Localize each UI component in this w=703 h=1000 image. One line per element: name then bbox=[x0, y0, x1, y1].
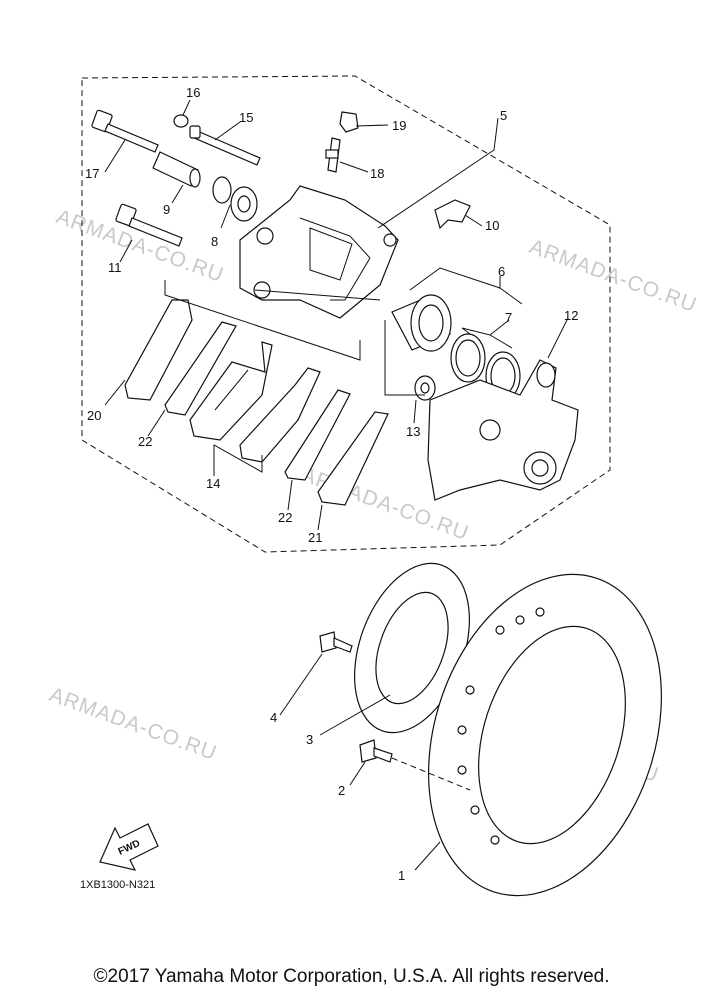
bolt-11 bbox=[115, 203, 183, 247]
callout-13: 13 bbox=[406, 424, 420, 439]
fwd-arrow-icon: FWD bbox=[99, 823, 159, 871]
diagram-code: 1XB1300-N321 bbox=[80, 879, 155, 891]
pad-spring-10 bbox=[434, 199, 471, 230]
bolt-2 bbox=[359, 739, 471, 791]
caliper-body bbox=[239, 185, 399, 319]
leader-lines bbox=[104, 99, 569, 871]
cap-19 bbox=[339, 111, 359, 133]
callout-6: 6 bbox=[498, 264, 505, 279]
shim-22b bbox=[284, 389, 351, 481]
brake-pad-14b bbox=[239, 367, 321, 463]
callout-2: 2 bbox=[338, 783, 345, 798]
callout-4: 4 bbox=[270, 710, 277, 725]
piston-6 bbox=[391, 294, 452, 352]
callout-10: 10 bbox=[485, 218, 499, 233]
callout-19: 19 bbox=[392, 118, 406, 133]
sensor-rotor-3 bbox=[354, 562, 470, 734]
cap-16 bbox=[173, 114, 189, 128]
assembly-boundary bbox=[81, 75, 611, 553]
shim-22a bbox=[164, 321, 237, 416]
brake-disc-1 bbox=[428, 573, 662, 897]
callout-5: 5 bbox=[500, 108, 507, 123]
callout-22-upper: 22 bbox=[138, 434, 152, 449]
bolt-4 bbox=[319, 631, 353, 653]
callout-8: 8 bbox=[211, 234, 218, 249]
brake-pad-14a bbox=[189, 341, 273, 441]
callout-1: 1 bbox=[398, 868, 405, 883]
callout-16: 16 bbox=[186, 85, 200, 100]
callout-21: 21 bbox=[308, 530, 322, 545]
watermark: ARMADA-CO.RU bbox=[53, 205, 227, 287]
bracket-12 bbox=[427, 359, 579, 501]
bleed-screw-18 bbox=[325, 137, 341, 173]
callout-15: 15 bbox=[239, 110, 253, 125]
callout-labels: 16 15 17 9 8 11 19 18 5 10 6 7 12 13 20 … bbox=[85, 85, 578, 883]
callout-3: 3 bbox=[306, 732, 313, 747]
watermark: ARMADA-CO.RU bbox=[526, 235, 700, 317]
pin-15 bbox=[189, 125, 261, 166]
callout-20: 20 bbox=[87, 408, 101, 423]
bushing-8 bbox=[212, 176, 258, 222]
shim-20 bbox=[124, 299, 193, 401]
watermark: ARMADA-CO.RU bbox=[46, 683, 220, 765]
seal-7a bbox=[450, 333, 486, 383]
bolt-17 bbox=[91, 109, 159, 153]
boot-13 bbox=[414, 375, 436, 401]
callout-7: 7 bbox=[505, 310, 512, 325]
callout-22-lower: 22 bbox=[278, 510, 292, 525]
callout-18: 18 bbox=[370, 166, 384, 181]
callout-14: 14 bbox=[206, 476, 220, 491]
guide-lines bbox=[164, 280, 425, 396]
callout-9: 9 bbox=[163, 202, 170, 217]
callout-12: 12 bbox=[564, 308, 578, 323]
shim-21 bbox=[317, 411, 389, 506]
copyright-notice: ©2017 Yamaha Motor Corporation, U.S.A. A… bbox=[93, 966, 610, 987]
callout-11: 11 bbox=[108, 260, 122, 275]
callout-17: 17 bbox=[85, 166, 99, 181]
sleeve-9 bbox=[152, 151, 201, 188]
